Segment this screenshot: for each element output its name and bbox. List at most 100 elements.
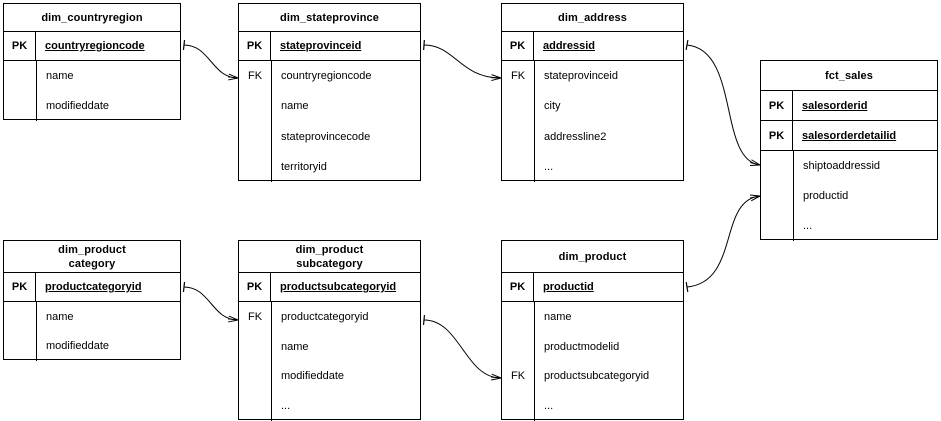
key-column [761,151,794,241]
cardinality-many-marker [228,315,239,321]
cardinality-many-marker [228,318,239,321]
field-name: ... [544,400,554,413]
field-name: name [46,310,74,323]
key-badge-empty [761,211,793,241]
entity-key-row[interactable]: PK productsubcategoryid [239,273,420,302]
cardinality-many-marker [750,195,761,199]
relationship-line [183,286,239,321]
cardinality-one-marker [685,39,689,51]
key-badge-empty [4,61,36,91]
cardinality-many-marker [228,73,239,79]
relationship-countryregion-to-stateprovince[interactable] [182,39,239,81]
field-name: modifieddate [46,340,109,353]
relationship-product-to-fctsales[interactable] [685,194,761,293]
key-badge-empty [239,362,271,392]
relationship-subcategory-to-product[interactable] [422,314,502,381]
key-column: FK [502,302,535,421]
field-name: ... [803,220,813,232]
entity-key-row[interactable]: PK salesorderdetailid [761,121,937,151]
field-name: territoryid [281,160,327,173]
field-name: addressid [543,40,595,52]
cardinality-many-marker [491,77,502,82]
key-badge-empty [502,122,534,152]
field-name: productcategoryid [281,310,369,323]
relationship-address-to-fctsales[interactable] [685,39,761,166]
field-name: salesorderdetailid [802,129,897,142]
cardinality-many-marker [749,194,761,197]
cardinality-many-marker [228,76,239,79]
key-badge-empty [502,302,534,332]
field-name: city [544,100,561,113]
key-column [4,61,37,121]
key-badge-pk: PK [502,32,534,60]
field-name: name [281,340,309,353]
key-badge-pk: PK [761,121,793,150]
key-badge-pk: PK [239,273,271,301]
entity-key-row[interactable]: PK addressid [502,32,683,61]
cardinality-many-marker [228,319,239,323]
field-name: productmodelid [544,340,620,353]
key-badge-empty [761,151,793,181]
entity-title-dim_address: dim_address [502,4,683,32]
field-name: productsubcategoryid [280,281,397,293]
key-badge-empty [502,332,534,362]
field-name: stateprovinceid [544,70,618,83]
field-name: productsubcategoryid [544,370,650,383]
relationship-stateprovince-to-address[interactable] [423,39,502,82]
relationship-productcategory-to-subcategory[interactable] [182,281,239,323]
field-name: ... [544,160,554,173]
entity-title-dim_stateprovince: dim_stateprovince [239,4,420,32]
cardinality-many-marker [491,74,502,79]
cardinality-many-marker [750,162,761,166]
cardinality-many-marker [491,377,502,381]
field-name: ... [281,400,291,413]
key-column: FK [239,61,272,182]
cardinality-one-marker [423,39,425,51]
key-column: FK [239,302,272,421]
key-column [4,302,37,361]
relationship-line [686,44,761,166]
relationship-line [183,44,239,79]
entity-title-fct_sales: fct_sales [761,61,937,91]
cardinality-many-marker [490,376,502,379]
field-name: salesorderid [802,99,868,112]
field-name: shiptoaddressid [803,160,881,172]
key-badge-fk: FK [510,370,526,383]
key-badge-empty [4,332,36,362]
key-badge-fk: FK [247,70,263,83]
attribute-list: name modifieddate [37,302,180,361]
entity-title-line: dim_stateprovince [280,11,379,24]
entity-title-dim_countryregion: dim_countryregion [4,4,180,32]
field-name: modifieddate [46,100,109,112]
field-name: stateprovincecode [281,130,371,143]
relationship-line [423,44,502,79]
entity-title-line: dim_product [295,243,364,256]
entity-title-line: dim_countryregion [41,11,143,24]
key-badge-empty [502,391,534,421]
key-badge-pk: PK [4,273,36,301]
cardinality-many-marker [228,77,239,81]
key-badge-fk: FK [510,70,526,83]
